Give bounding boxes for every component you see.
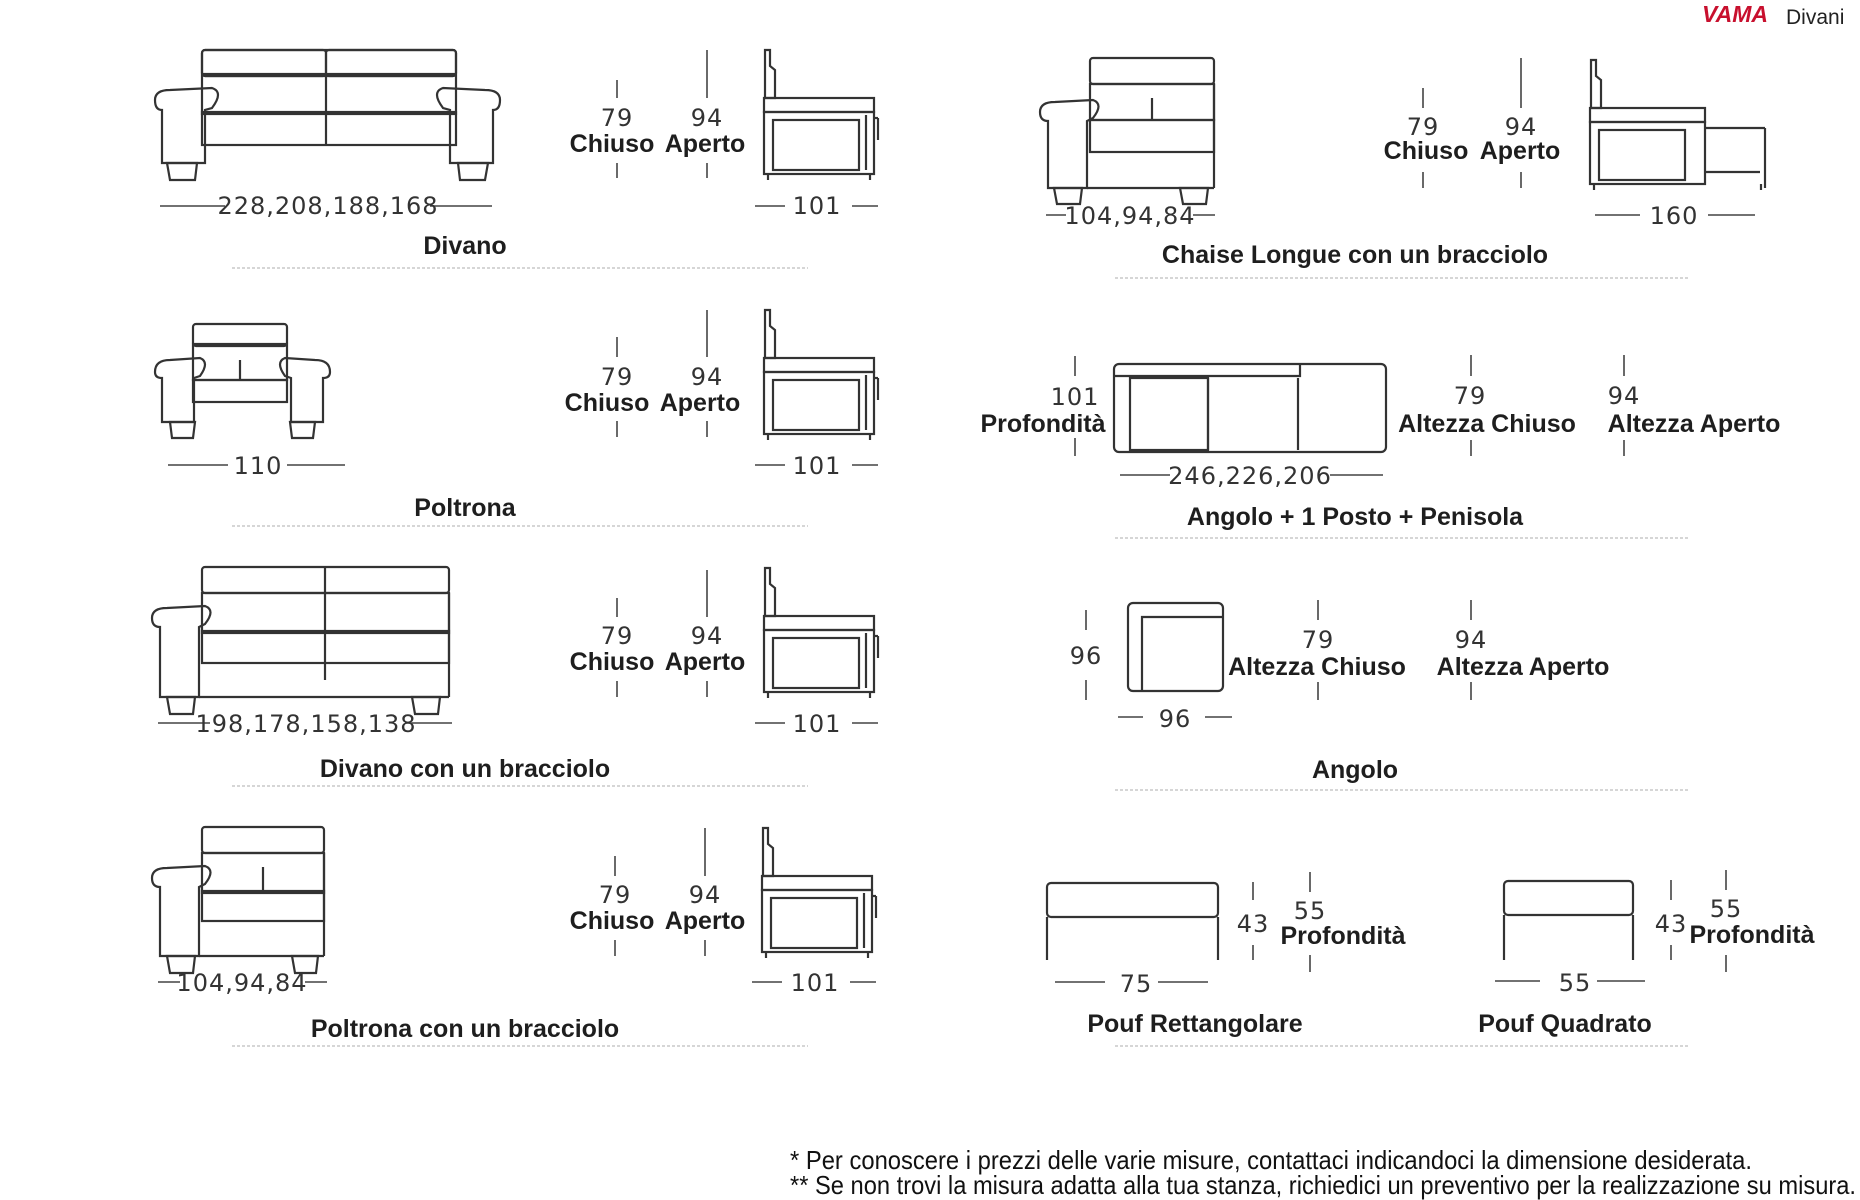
divano-bracciolo-closed-label: Chiuso	[570, 648, 655, 676]
divano-width: 228,208,188,168	[217, 192, 438, 220]
pouf-rett-height: 43	[1237, 910, 1270, 938]
brand-logo: VAMA Divani	[1702, 1, 1844, 29]
angolo-open-label: Altezza Aperto	[1437, 653, 1610, 681]
angolo-penisola-depth-label: Profondità	[981, 410, 1106, 438]
item-divano-con-un-bracciolo: 198,178,158,138 Divano con un bracciolo …	[150, 565, 880, 787]
item-chaise-longue: 104,94,84 Chaise Longue con un bracciolo…	[1038, 56, 1767, 279]
chaise-width: 104,94,84	[1064, 202, 1195, 230]
chaise-open-label: Aperto	[1480, 137, 1561, 165]
angolo-width: 96	[1159, 705, 1192, 733]
chaise-closed-label: Chiuso	[1384, 137, 1469, 165]
poltrona-bracciolo-open-label: Aperto	[665, 907, 746, 935]
divano-open-label: Aperto	[665, 130, 746, 158]
divano-depth: 101	[793, 192, 842, 220]
angolo-penisola-open-label: Altezza Aperto	[1608, 410, 1781, 438]
poltrona-height-open: 94	[691, 363, 724, 391]
angolo-penisola-title: Angolo + 1 Posto + Penisola	[1187, 503, 1524, 531]
angolo-penisola-top-view	[1112, 362, 1388, 454]
chaise-depth: 160	[1650, 202, 1699, 230]
angolo-depth: 96	[1070, 642, 1103, 670]
pouf-rett-width: 75	[1120, 970, 1153, 998]
poltrona-bracciolo-height-open: 94	[689, 881, 722, 909]
chaise-height-closed: 79	[1407, 113, 1440, 141]
pouf-quad-width: 55	[1559, 969, 1592, 997]
poltrona-bracciolo-height-closed: 79	[599, 881, 632, 909]
angolo-top-view	[1126, 601, 1225, 693]
divano-bracciolo-open-label: Aperto	[665, 648, 746, 676]
item-pouf-quadrato: 55 43 55 Profondità Pouf Quadrato	[1478, 870, 1815, 1038]
pouf-rett-depth-label: Profondità	[1281, 922, 1406, 950]
pouf-rett-title: Pouf Rettangolare	[1087, 1010, 1302, 1038]
item-poltrona-con-un-bracciolo: 104,94,84 Poltrona con un bracciolo 79 9…	[150, 825, 878, 1047]
item-angolo: 96 96 79 Altezza Chiuso 94 Altezza Apert…	[1070, 600, 1690, 791]
pouf-rett-depth: 55	[1294, 897, 1327, 925]
item-divano: 228,208,188,168 Divano 79 94 Chiuso Aper…	[153, 48, 880, 269]
pouf-rett-front-view	[1045, 881, 1220, 960]
angolo-penisola-height-open: 94	[1608, 382, 1641, 410]
item-angolo-penisola: 101 Profondità 246,226,206 79 Altezza Ch…	[981, 355, 1781, 539]
footnote-custom: ** Se non trovi la misura adatta alla tu…	[790, 1170, 1856, 1200]
angolo-closed-label: Altezza Chiuso	[1228, 653, 1406, 681]
angolo-penisola-height-closed: 79	[1454, 382, 1487, 410]
poltrona-width: 110	[234, 452, 283, 480]
chaise-height-open: 94	[1505, 113, 1538, 141]
angolo-height-open: 94	[1455, 626, 1488, 654]
poltrona-closed-label: Chiuso	[565, 389, 650, 417]
angolo-penisola-width: 246,226,206	[1168, 462, 1332, 490]
poltrona-side-view	[762, 308, 880, 440]
pouf-quad-front-view	[1502, 879, 1635, 960]
poltrona-depth: 101	[793, 452, 842, 480]
chaise-title: Chaise Longue con un bracciolo	[1162, 241, 1548, 269]
chaise-front-view	[1038, 56, 1216, 206]
pouf-quad-height: 43	[1655, 910, 1688, 938]
divano-bracciolo-width: 198,178,158,138	[195, 710, 416, 738]
footnotes: * Per conoscere i prezzi delle varie mis…	[790, 1145, 1856, 1200]
poltrona-bracciolo-closed-label: Chiuso	[570, 907, 655, 935]
item-pouf-rettangolare: 75 43 55 Profondità Pouf Rettangolare	[1045, 872, 1406, 1038]
pouf-quad-title: Pouf Quadrato	[1478, 1010, 1652, 1038]
angolo-height-closed: 79	[1302, 626, 1335, 654]
divano-bracciolo-depth: 101	[793, 710, 842, 738]
angolo-title: Angolo	[1312, 756, 1398, 784]
poltrona-height-closed: 79	[601, 363, 634, 391]
divano-bracciolo-height-open: 94	[691, 622, 724, 650]
poltrona-bracciolo-width: 104,94,84	[176, 969, 307, 997]
divano-title: Divano	[423, 232, 506, 260]
divano-front-view	[153, 48, 502, 182]
poltrona-bracciolo-front-view	[150, 825, 326, 975]
brand-name: VAMA	[1702, 1, 1768, 27]
divano-bracciolo-height-closed: 79	[601, 622, 634, 650]
poltrona-open-label: Aperto	[660, 389, 741, 417]
poltrona-front-view	[153, 322, 332, 440]
item-poltrona: 110 Poltrona 79 94 Chiuso Aperto 101	[153, 308, 880, 527]
divano-height-closed: 79	[601, 104, 634, 132]
poltrona-title: Poltrona	[414, 494, 516, 522]
brand-suffix: Divani	[1786, 6, 1844, 29]
divano-height-open: 94	[691, 104, 724, 132]
divano-bracciolo-front-view	[150, 565, 451, 716]
angolo-penisola-depth: 101	[1051, 383, 1100, 411]
poltrona-bracciolo-title: Poltrona con un bracciolo	[311, 1015, 619, 1043]
angolo-penisola-closed-label: Altezza Chiuso	[1398, 410, 1576, 438]
divano-side-view	[762, 48, 880, 180]
chaise-side-view	[1588, 58, 1767, 190]
divano-closed-label: Chiuso	[570, 130, 655, 158]
divano-bracciolo-side-view	[762, 566, 880, 698]
poltrona-bracciolo-side-view	[760, 826, 878, 958]
pouf-quad-depth-label: Profondità	[1690, 921, 1815, 949]
footnote-prices: * Per conoscere i prezzi delle varie mis…	[790, 1145, 1752, 1175]
poltrona-bracciolo-depth: 101	[791, 969, 840, 997]
pouf-quad-depth: 55	[1710, 895, 1743, 923]
divano-bracciolo-title: Divano con un bracciolo	[320, 755, 610, 783]
